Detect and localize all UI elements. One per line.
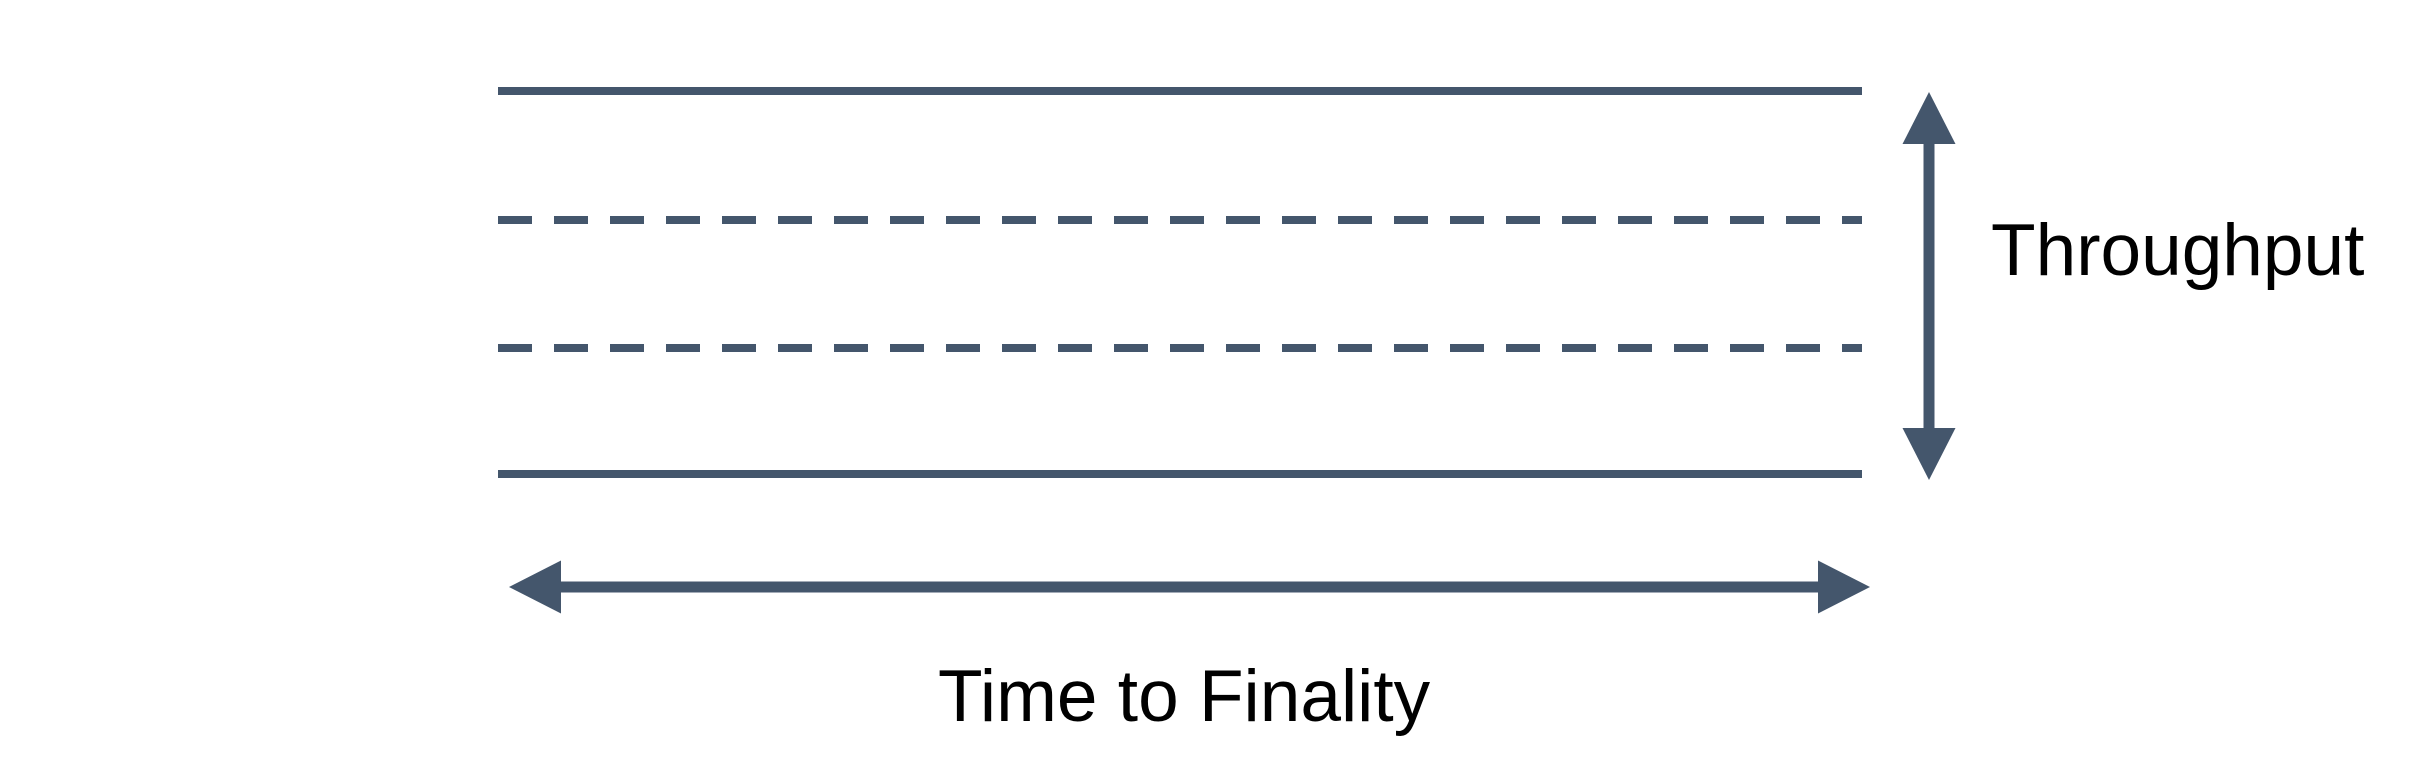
throughput-axis-label: Throughput: [1991, 210, 2365, 291]
throughput-arrow-shaft: [1923, 144, 1935, 428]
time-to-finality-axis-label: Time to Finality: [938, 656, 1431, 737]
time-to-finality-arrow-head-left: [509, 560, 561, 614]
throughput-arrow: [1902, 92, 1956, 480]
throughput-arrow-head-down: [1902, 428, 1956, 480]
time-to-finality-arrow-head-right: [1818, 560, 1870, 614]
time-to-finality-arrow-shaft: [561, 581, 1818, 593]
time-to-finality-arrow: [509, 560, 1870, 614]
throughput-arrow-head-up: [1902, 92, 1956, 144]
